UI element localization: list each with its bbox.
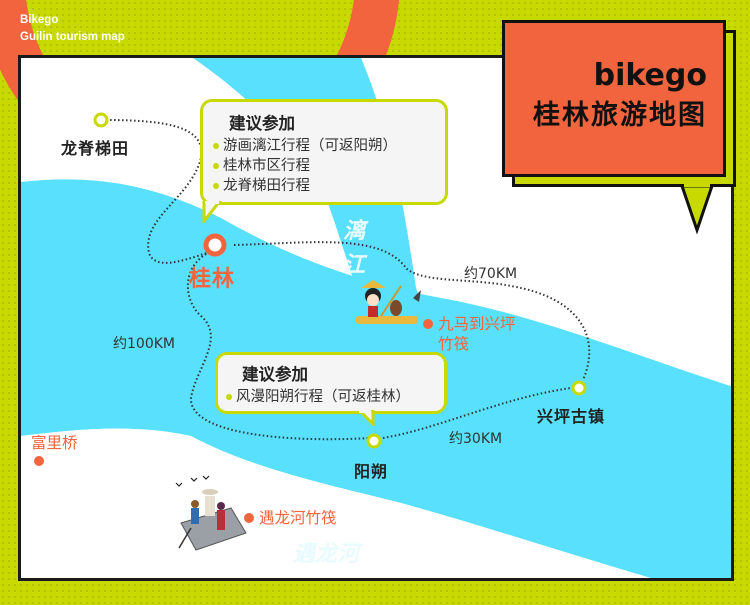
marker-longji [93,112,109,128]
distance-70km: 约70KM [464,266,518,282]
title-card-main: bikego 桂林旅游地图 [502,20,726,177]
place-guilin[interactable]: 桂林 [189,267,236,292]
poi-dot-jiuma [423,319,433,329]
suggestion-bubble-yangshuo: 建议参加 风漫阳朔行程（可返桂林） [215,352,447,414]
suggestion-bubble-guilin: 建议参加 游画漓江行程（可返阳朔） 桂林市区行程 龙脊梯田行程 [200,99,448,205]
li-river-char-1: 漓 [343,218,366,243]
poi-jiuma-line2: 竹筏 [438,335,470,353]
marker-xingping [571,380,587,396]
title-card: bikego 桂林旅游地图 [502,20,736,234]
brand-name: Bikego [20,14,59,26]
bubble-item: 桂林市区行程 [213,156,437,176]
poi-fuliqiao[interactable]: 富里桥 [31,434,78,452]
bubble-title: 建议参加 [229,114,295,133]
bullet-icon [213,163,219,169]
brand-header: Bikego Guilin tourism map [20,12,125,46]
bubble-item: 龙脊梯田行程 [213,176,437,196]
map-area[interactable]: 漓 江 遇龙河 龙脊梯田 桂林 兴坪古镇 阳朔 九马到兴坪 竹筏 富里桥 遇龙河… [18,55,734,581]
distance-100km: 约100KM [113,336,175,352]
bubble-item: 风漫阳朔行程（可返桂林） [226,387,436,407]
bubble-pointer [359,410,375,426]
poi-jiuma-line1: 九马到兴坪 [438,315,516,333]
bubble-item-text: 桂林市区行程 [223,158,310,174]
bubble-item-text: 风漫阳朔行程（可返桂林） [236,389,410,405]
bubble-item-text: 游画漓江行程（可返阳朔） [223,138,397,154]
poi-dot-yulong-raft [244,513,254,523]
brand-subtitle: Guilin tourism map [20,31,125,43]
li-river-label: 漓 江 [343,218,365,278]
title-english: bikego [593,58,707,93]
bullet-icon [213,143,219,149]
poi-jiuma-raft[interactable]: 九马到兴坪 竹筏 [438,314,516,354]
bubble-pointer [202,201,222,223]
bullet-icon [213,183,219,189]
title-chinese: 桂林旅游地图 [533,100,707,131]
bubble-item-text: 龙脊梯田行程 [223,178,310,194]
li-river-raft-illustration [356,280,418,324]
poi-dot-fuliqiao [34,456,44,466]
poi-yulong-raft[interactable]: 遇龙河竹筏 [259,509,337,527]
bullet-icon [226,394,232,400]
place-yangshuo[interactable]: 阳朔 [354,462,389,481]
place-xingping[interactable]: 兴坪古镇 [537,407,606,426]
marker-guilin [203,233,227,257]
li-river-char-2: 江 [343,252,366,277]
route-path [105,119,591,441]
bubble-title: 建议参加 [242,365,308,384]
yulong-raft-illustration [175,475,247,551]
marker-yangshuo [366,433,382,449]
distance-30km: 约30KM [449,431,503,447]
title-card-pointer [680,182,714,234]
yulong-river-label: 遇龙河 [293,541,360,566]
bird-icon [413,290,421,302]
bubble-item: 游画漓江行程（可返阳朔） [213,136,437,156]
place-longji-terraces[interactable]: 龙脊梯田 [61,139,130,158]
